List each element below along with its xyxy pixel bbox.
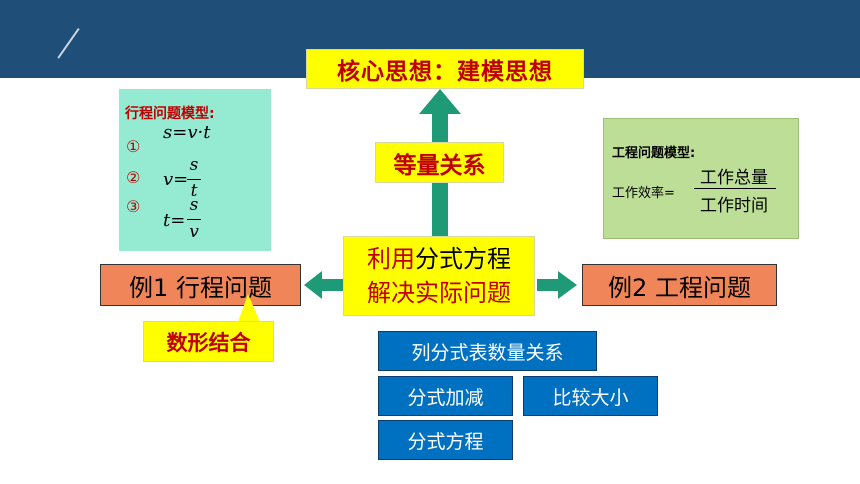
item-number-3: ③ <box>126 197 141 216</box>
work-model-lhs: 工作效率= <box>612 186 675 201</box>
formula-2-denominator: t <box>190 181 198 201</box>
callout-tail <box>238 294 260 322</box>
formula-2-numerator: s <box>189 155 199 175</box>
work-model-denominator: 工作时间 <box>700 196 768 216</box>
formula-3-bar <box>187 219 201 220</box>
equal-relation-box: 等量关系 <box>375 142 504 183</box>
central-topic-box: 利用分式方程 解决实际问题 <box>343 236 535 316</box>
callout-box: 数形结合 <box>143 321 274 362</box>
formula-2-lhs: v= <box>163 169 189 190</box>
formula-1: s=v·t <box>163 122 211 143</box>
formula-3-denominator: v <box>189 222 199 242</box>
central-topic-line2: 解决实际问题 <box>367 279 511 307</box>
work-model-title: 工程问题模型: <box>612 146 696 161</box>
formula-3-lhs: t= <box>163 210 186 231</box>
core-idea-text: 核心思想：建模思想 <box>337 59 553 85</box>
example1-box: 例1 行程问题 <box>100 264 301 306</box>
formula-3-numerator: s <box>189 195 199 215</box>
formula-2-bar <box>187 179 201 180</box>
work-model-panel: 工程问题模型: 工作效率= 工作总量 工作时间 <box>603 118 799 239</box>
skill-box-compare: 比较大小 <box>523 376 658 416</box>
right-arrow <box>537 271 577 299</box>
equal-relation-text: 等量关系 <box>393 152 486 179</box>
example2-text: 例2 工程问题 <box>608 273 751 302</box>
skill-box-add-subtract: 分式加减 <box>378 376 513 416</box>
core-idea-box: 核心思想：建模思想 <box>306 49 584 89</box>
work-model-numerator: 工作总量 <box>700 168 768 188</box>
callout-text: 数形结合 <box>166 330 251 355</box>
central-topic-line1: 利用分式方程 <box>367 245 511 273</box>
work-model-fraction-bar <box>694 188 776 189</box>
item-number-1: ① <box>126 137 141 156</box>
left-arrow <box>304 271 343 299</box>
skill-box-equation: 分式方程 <box>378 420 513 460</box>
travel-model-title: 行程问题模型: <box>125 106 215 122</box>
item-number-2: ② <box>126 168 141 187</box>
example2-box: 例2 工程问题 <box>582 264 777 306</box>
skill-box-relation: 列分式表数量关系 <box>378 331 597 371</box>
travel-model-panel: 行程问题模型: s=v·t ① ② ③ v= s t t= s v <box>119 89 271 251</box>
